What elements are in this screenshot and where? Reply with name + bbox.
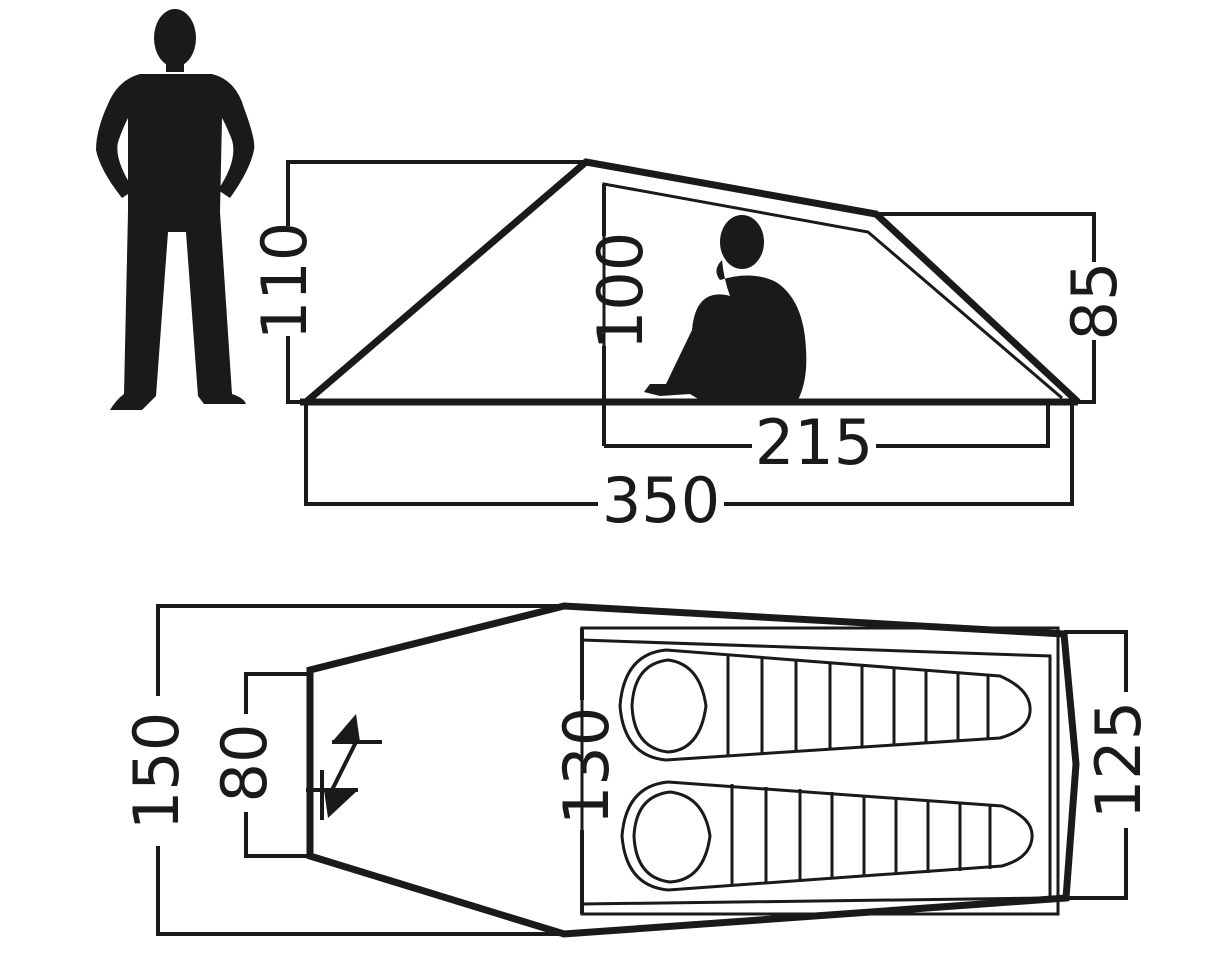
dim-label-110: 110	[248, 222, 321, 340]
dim-vestibule-width: 80	[208, 672, 310, 858]
fly-outline	[303, 158, 1081, 405]
standing-person-icon	[96, 9, 255, 410]
dim-label-130: 130	[550, 707, 623, 825]
dim-inner-length: 215	[604, 402, 1050, 479]
top-view: 150 80 130 125	[120, 602, 1155, 938]
sleeping-bag-icon	[618, 648, 1032, 762]
dim-label-150: 150	[120, 712, 193, 830]
dim-height-inner: 100	[584, 184, 657, 446]
dim-height-rear: 85	[876, 212, 1131, 404]
dim-label-215: 215	[755, 406, 873, 479]
dim-label-80: 80	[208, 724, 281, 803]
dim-total-width: 150	[120, 604, 564, 936]
dim-label-125: 125	[1082, 701, 1155, 819]
sitting-person-icon	[644, 215, 807, 400]
dim-label-100: 100	[584, 232, 657, 350]
dim-label-350: 350	[602, 464, 720, 537]
dim-label-85: 85	[1058, 262, 1131, 341]
door-arrow-icon	[306, 714, 382, 820]
side-view: 110 100 85 215 350	[248, 158, 1131, 537]
sleeping-bag-icon	[620, 780, 1034, 892]
inner-tent-outline	[602, 182, 1063, 402]
dim-inner-width-rear: 125	[1064, 630, 1155, 900]
fly-floor-outline	[306, 602, 1080, 938]
inner-tent-floor	[580, 626, 1060, 916]
dim-total-length: 350	[304, 402, 1074, 537]
dim-inner-width-front: 130	[550, 628, 623, 914]
dim-height-front: 110	[248, 160, 586, 404]
